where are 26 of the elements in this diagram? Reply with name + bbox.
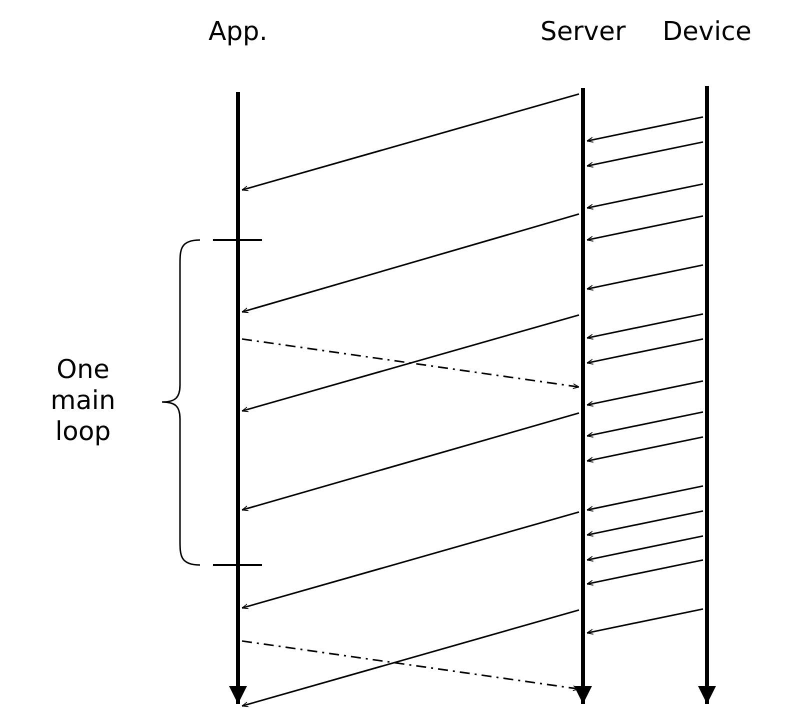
message-arrow bbox=[242, 609, 580, 708]
message-arrow bbox=[586, 141, 704, 168]
brace-label: One main loop bbox=[50, 355, 116, 448]
message-arrow bbox=[586, 485, 704, 512]
message-arrow bbox=[586, 411, 704, 438]
message-arrow bbox=[586, 608, 704, 635]
message-arrow bbox=[586, 116, 704, 143]
message-arrow bbox=[242, 93, 580, 192]
lifeline-header: App. bbox=[208, 16, 268, 48]
lifeline-header: Device bbox=[662, 16, 752, 48]
message-arrow bbox=[242, 314, 580, 412]
message-arrow bbox=[586, 510, 704, 537]
message-arrow bbox=[242, 213, 580, 314]
message-arrow bbox=[586, 380, 704, 407]
message-arrow bbox=[586, 215, 704, 242]
message-arrow bbox=[242, 412, 580, 512]
message-arrow bbox=[586, 535, 704, 562]
message-arrow bbox=[586, 183, 704, 210]
message-arrow bbox=[242, 338, 580, 389]
message-arrow bbox=[586, 313, 704, 340]
message-arrow bbox=[586, 436, 704, 463]
message-arrow bbox=[586, 264, 704, 291]
message-arrow bbox=[586, 559, 704, 586]
message-arrow bbox=[242, 511, 580, 610]
lifeline-header: Server bbox=[540, 16, 626, 48]
message-arrow bbox=[586, 338, 704, 365]
